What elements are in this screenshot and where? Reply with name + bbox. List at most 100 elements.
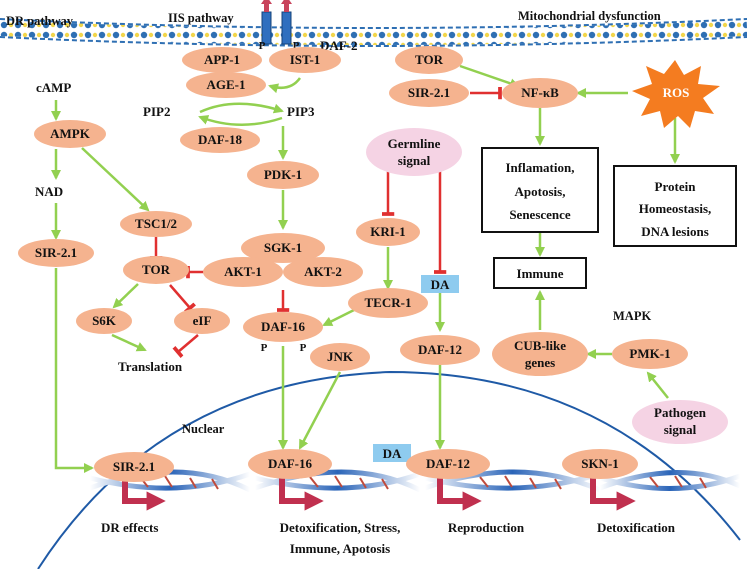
svg-text:Senescence: Senescence — [509, 207, 571, 222]
node-eif: eIF — [174, 308, 230, 334]
node-jnk: JNK — [310, 343, 370, 371]
dna-strand-2 — [254, 469, 422, 493]
node-ist1: IST-1 — [269, 47, 341, 73]
svg-text:Immune: Immune — [517, 266, 564, 281]
node-kri1: KRI-1 — [356, 218, 420, 246]
da-label-top: DA — [421, 275, 459, 293]
inhibit-eif-translation — [172, 334, 199, 358]
node-pmk1: PMK-1 — [612, 339, 688, 369]
svg-text:signal: signal — [398, 153, 431, 168]
svg-text:DNA lesions: DNA lesions — [641, 224, 709, 239]
outcome-dr-effects: DR effects — [101, 520, 158, 535]
outcome-detoxification: Detoxification — [597, 520, 676, 535]
svg-text:AKT-1: AKT-1 — [224, 264, 262, 279]
node-akt2: AKT-2 — [283, 257, 363, 287]
pip3-label: PIP3 — [287, 104, 315, 119]
box-protein-homeostasis: Protein Homeostasis, DNA lesions — [613, 165, 737, 247]
svg-text:TECR-1: TECR-1 — [365, 295, 412, 310]
camp-label: cAMP — [36, 80, 71, 95]
mitochondrial-dysfunction-label: Mitochondrial dysfunction — [518, 9, 661, 23]
dr-pathway-label: DR pathway — [6, 14, 74, 28]
node-app1: APP-1 — [182, 47, 262, 73]
node-ampk: AMPK — [34, 120, 106, 148]
node-sir21-nuclear: SIR-2.1 — [94, 452, 174, 482]
svg-text:eIF: eIF — [193, 313, 212, 328]
box-immune: Immune — [493, 257, 587, 289]
svg-text:PMK-1: PMK-1 — [629, 346, 670, 361]
node-s6k: S6K — [76, 308, 132, 334]
box-inflammation: Inflamation, Apotosis, Senescence — [481, 147, 599, 233]
outcome-reproduction: Reproduction — [448, 520, 525, 535]
svg-text:signal: signal — [664, 422, 697, 437]
node-tor-mito: TOR — [395, 46, 463, 74]
dna-strand-3 — [424, 469, 602, 493]
daf16-p-left: P — [261, 342, 268, 354]
svg-text:SIR-2.1: SIR-2.1 — [408, 85, 450, 100]
svg-text:DA: DA — [383, 446, 402, 461]
arrow-s6k-translation — [111, 333, 147, 352]
svg-text:SIR-2.1: SIR-2.1 — [35, 245, 77, 260]
svg-text:AGE-1: AGE-1 — [207, 77, 246, 92]
node-sir21-dr: SIR-2.1 — [18, 239, 94, 267]
node-daf12-nuclear: DAF-12 — [406, 449, 490, 479]
arrow-sir21-nucleus — [54, 268, 94, 473]
node-germline-signal: Germline signal — [366, 128, 462, 176]
svg-text:APP-1: APP-1 — [204, 52, 240, 67]
dna-strand-4 — [599, 470, 742, 492]
node-tsc12: TSC1/2 — [120, 211, 192, 237]
connectors — [51, 64, 680, 473]
node-akt1: AKT-1 — [203, 257, 283, 287]
arrow-ampk-tsc — [81, 147, 150, 212]
svg-text:DA: DA — [431, 277, 450, 292]
pip2-label: PIP2 — [143, 104, 170, 119]
gene-arrow-skn1 — [590, 475, 636, 511]
node-daf16-cytoplasm: DAF-16 — [243, 312, 323, 342]
svg-text:Protein: Protein — [655, 179, 697, 194]
arrow-tor-nfkb — [459, 64, 520, 89]
daf2-receptor — [261, 0, 292, 45]
svg-text:SGK-1: SGK-1 — [264, 240, 302, 255]
node-tor-dr: TOR — [123, 256, 189, 284]
inhibit-tor-eif — [169, 284, 196, 314]
svg-text:Pathogen: Pathogen — [654, 405, 707, 420]
arrow-ist1-age1 — [268, 77, 302, 94]
nuclear-label: Nuclear — [182, 422, 225, 436]
svg-text:CUB-like: CUB-like — [514, 338, 566, 353]
svg-text:TOR: TOR — [142, 262, 171, 277]
svg-text:DAF-18: DAF-18 — [198, 132, 243, 147]
arrow-tor-s6k — [112, 283, 139, 309]
svg-text:AMPK: AMPK — [50, 126, 91, 141]
arrow-jnk-daf16 — [298, 371, 342, 450]
svg-text:Germline: Germline — [388, 136, 441, 151]
node-sir21-mito: SIR-2.1 — [389, 79, 469, 107]
svg-text:TSC1/2: TSC1/2 — [135, 216, 177, 231]
outcome-detox-stress: Detoxification, Stress, — [280, 520, 401, 535]
svg-text:DAF-12: DAF-12 — [418, 342, 462, 357]
node-daf16-nuclear: DAF-16 — [248, 449, 332, 479]
node-daf12-cytoplasm: DAF-12 — [400, 335, 480, 365]
gene-arrow-daf16 — [279, 475, 324, 511]
nad-label: NAD — [35, 184, 63, 199]
iis-pathway-label: IIS pathway — [168, 11, 234, 25]
receptor-p-left: P — [259, 40, 266, 52]
svg-text:Apotosis,: Apotosis, — [515, 184, 566, 199]
outcome-immune-apotosis: Immune, Apotosis — [290, 541, 390, 556]
svg-text:Homeostasis,: Homeostasis, — [639, 201, 712, 216]
svg-text:NF-κB: NF-κB — [521, 85, 559, 100]
gene-arrow-sir21 — [122, 475, 166, 511]
arrow-pip2-pip3-top — [199, 102, 284, 114]
svg-text:Inflamation,: Inflamation, — [506, 160, 575, 175]
gene-arrow-daf12 — [437, 475, 482, 511]
arrow-pip3-pip2-bottom — [198, 115, 283, 126]
svg-text:S6K: S6K — [92, 313, 117, 328]
arrow-pathogen-pmk1 — [646, 371, 669, 399]
svg-text:DAF-12: DAF-12 — [426, 456, 470, 471]
svg-text:DAF-16: DAF-16 — [261, 319, 306, 334]
node-nfkb: NF-κB — [502, 78, 578, 108]
svg-text:DAF-16: DAF-16 — [268, 456, 313, 471]
svg-text:JNK: JNK — [327, 349, 354, 364]
node-skn1: SKN-1 — [562, 449, 638, 479]
svg-text:PDK-1: PDK-1 — [264, 167, 302, 182]
